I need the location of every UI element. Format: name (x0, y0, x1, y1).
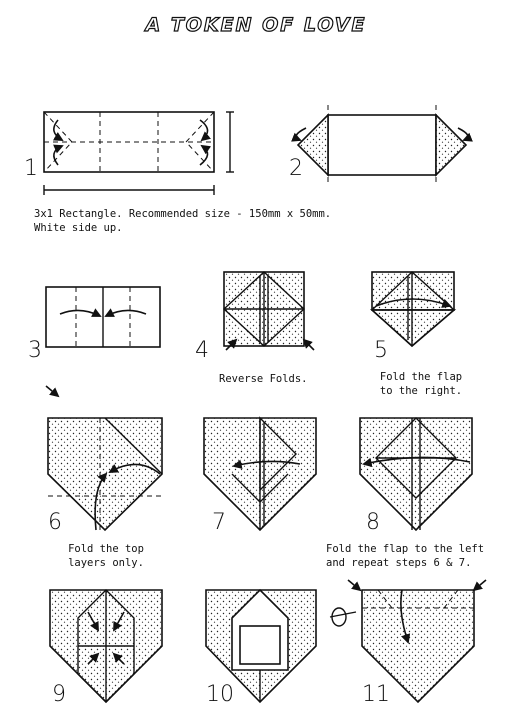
step8-caption-line1: Fold the flap to the left (326, 543, 485, 555)
step9-diagram (49, 589, 163, 704)
page-title: A TOKEN OF LOVE (145, 13, 367, 36)
step6-caption-line1: Fold the top (68, 543, 144, 555)
step-number-2: 2 (289, 156, 303, 181)
step2-diagram (291, 105, 473, 185)
step11-diagram (329, 579, 487, 704)
step4-caption: Reverse Folds. (219, 373, 308, 385)
step-number-9: 9 (52, 682, 66, 707)
step-number-1: 1 (24, 156, 38, 181)
step5-diagram (369, 271, 457, 348)
step-number-7: 7 (212, 510, 226, 535)
step4-diagram (222, 271, 315, 351)
step5-caption-line1: Fold the flap (379, 371, 463, 383)
step5-caption-line2: to the right. (379, 385, 463, 397)
step10-diagram (205, 588, 317, 704)
step-number-8: 8 (366, 510, 380, 535)
step-number-10: 10 (206, 682, 234, 707)
step-number-11: 11 (362, 682, 390, 707)
step-number-6: 6 (48, 510, 62, 535)
step1-diagram (43, 111, 234, 195)
step1-caption-line2: White side up. (34, 222, 123, 234)
step8-caption-line2: and repeat steps 6 & 7. (326, 557, 472, 569)
step7-diagram (203, 416, 317, 532)
turn-over-icon (329, 607, 357, 627)
step-number-5: 5 (374, 338, 388, 363)
step6-diagram (45, 385, 163, 532)
step8-diagram (359, 417, 473, 532)
step-number-3: 3 (28, 338, 42, 363)
step1-caption-line1: 3x1 Rectangle. Recommended size - 150mm … (34, 208, 332, 220)
step-number-4: 4 (195, 338, 209, 363)
step6-caption-line2: layers only. (68, 557, 144, 569)
step3-diagram (45, 286, 161, 348)
